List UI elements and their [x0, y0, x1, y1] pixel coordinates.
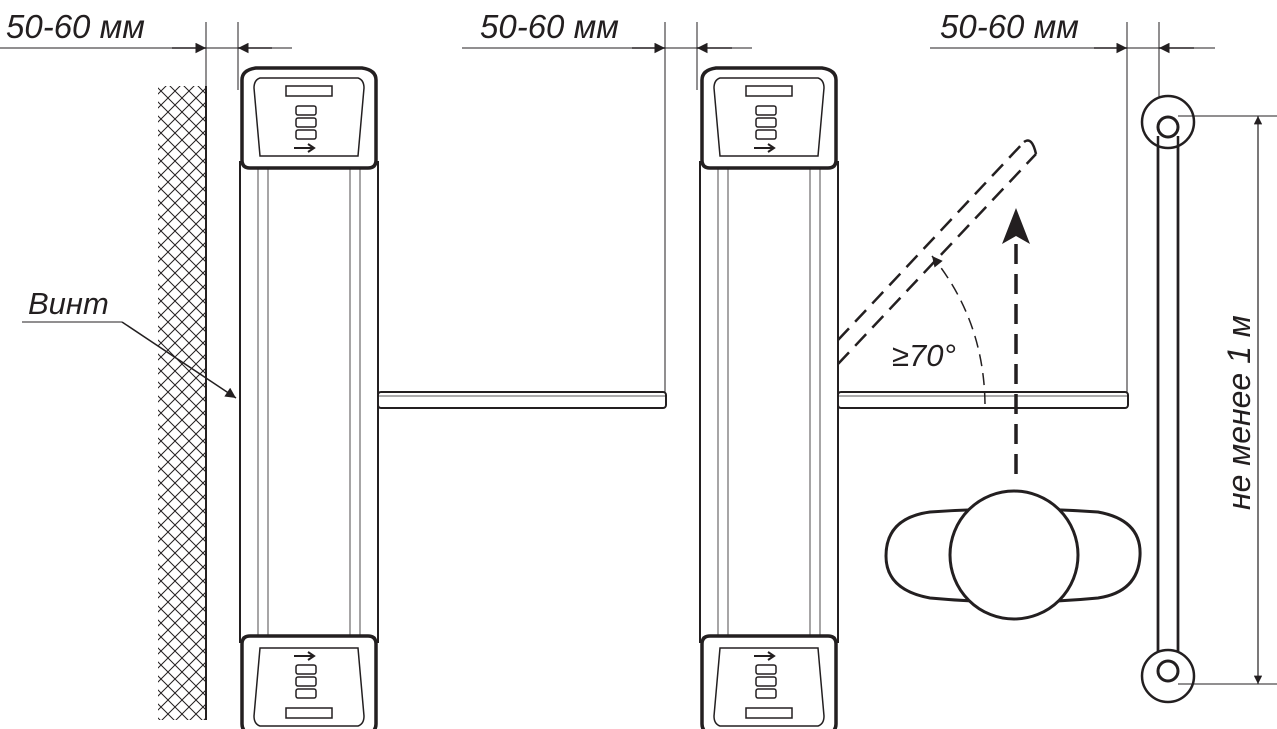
barrier-arm-left — [377, 391, 667, 409]
dimension-label-left: 50-60 мм — [6, 8, 145, 45]
dimension-middle: 50-60 мм — [462, 8, 752, 395]
angle-arc: ≥70° — [892, 255, 986, 405]
angle-label: ≥70° — [892, 338, 956, 373]
screw-label: Винт — [28, 286, 109, 321]
passage-direction-arrow — [1002, 208, 1030, 474]
person-top-view — [884, 489, 1142, 621]
wall — [158, 86, 207, 720]
raised-arm-dashed — [837, 139, 1038, 365]
turnstile-left — [239, 66, 379, 729]
barrier-arm-right — [837, 391, 1129, 409]
turnstile-right — [699, 66, 839, 729]
screw-callout: Винт — [22, 286, 237, 399]
dimension-right: 50-60 мм — [930, 8, 1215, 395]
dimension-left: 50-60 мм — [0, 8, 292, 90]
dimension-label-middle: 50-60 мм — [480, 8, 619, 45]
passage-width-dimension: не менее 1 м — [1178, 115, 1277, 685]
dimension-label-right: 50-60 мм — [940, 8, 1079, 45]
passage-width-label: не менее 1 м — [1221, 315, 1257, 510]
handrail — [1140, 94, 1196, 704]
